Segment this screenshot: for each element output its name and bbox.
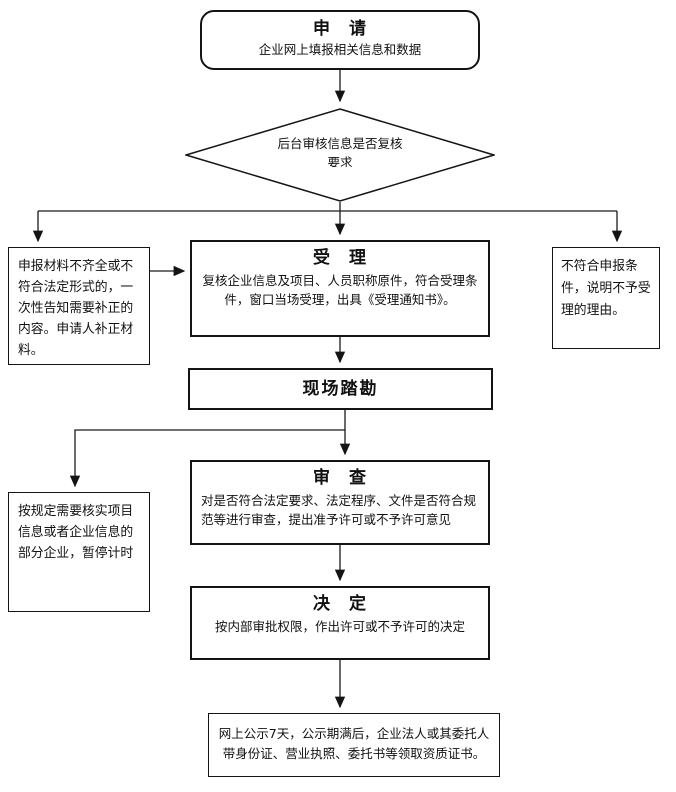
check-decision-line2: 要求: [327, 155, 353, 167]
decide-body: 按内部审批权限，作出许可或不予许可的决定: [214, 619, 465, 634]
check-decision-text: 后台审核信息是否复核 要求: [225, 134, 455, 167]
apply-body: 企业网上填报相关信息和数据: [258, 42, 422, 57]
apply-title: 申 请: [313, 19, 367, 39]
supplement-note: 申报材料不齐全或不符合法定形式的，一次性告知需要补正的内容。申请人补正材料。: [8, 247, 150, 365]
examine-body: 对是否符合法定要求、法定程序、文件是否符合规范等进行审查，提出准予许可或不予许可…: [201, 493, 477, 527]
pause-timer-body: 按规定需要核实项目信息或者企业信息的部分企业，暂停计时: [18, 504, 134, 561]
survey-title: 现场踏勘: [302, 379, 379, 399]
examine-node: 审 查 对是否符合法定要求、法定程序、文件是否符合规范等进行审查，提出准予许可或…: [190, 460, 490, 545]
pause-timer-note: 按规定需要核实项目信息或者企业信息的部分企业，暂停计时: [8, 492, 150, 612]
publicize-body: 网上公示7天，公示期满后，企业法人或其委托人带身份证、营业执照、委托书等领取资质…: [218, 726, 490, 761]
decide-node: 决 定 按内部审批权限，作出许可或不予许可的决定: [190, 586, 490, 660]
accept-title: 受 理: [313, 248, 367, 268]
check-decision-line1: 后台审核信息是否复核: [277, 136, 403, 151]
decision-diamond-shape: [185, 108, 495, 202]
accept-node: 受 理 复核企业信息及项目、人员职称原件，符合受理条件，窗口当场受理，出具《受理…: [190, 240, 490, 337]
check-decision-node: 后台审核信息是否复核 要求: [185, 108, 495, 202]
reject-note: 不符合申报条件，说明不予受理的理由。: [552, 247, 660, 349]
supplement-body: 申报材料不齐全或不符合法定形式的，一次性告知需要补正的内容。申请人补正材料。: [18, 259, 134, 358]
decide-title: 决 定: [313, 594, 367, 614]
apply-node: 申 请 企业网上填报相关信息和数据: [200, 10, 480, 70]
accept-body: 复核企业信息及项目、人员职称原件，符合受理条件，窗口当场受理，出具《受理通知书》…: [202, 273, 478, 307]
connector-survey-to-pause: [69, 429, 345, 488]
publicize-node: 网上公示7天，公示期满后，企业法人或其委托人带身份证、营业执照、委托书等领取资质…: [208, 713, 500, 777]
examine-title: 审 查: [313, 468, 367, 488]
reject-body: 不符合申报条件，说明不予受理的理由。: [561, 259, 651, 318]
survey-node: 现场踏勘: [188, 368, 493, 410]
